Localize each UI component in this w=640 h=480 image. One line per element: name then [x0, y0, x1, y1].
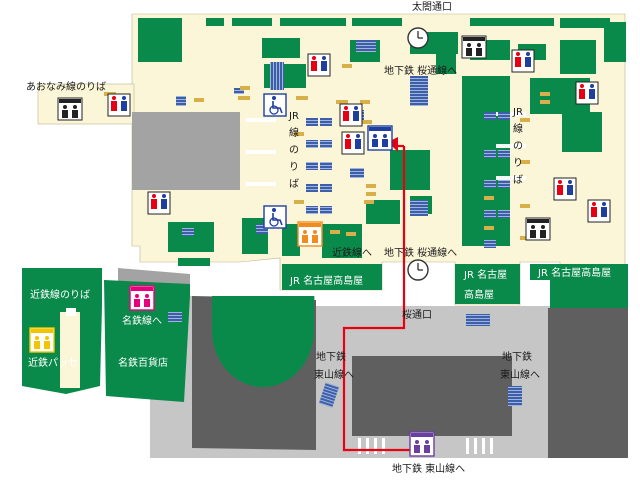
- accessible-restroom-icon: [263, 205, 287, 229]
- label-jr-takashimaya-mid-2: 高島屋: [464, 290, 494, 301]
- platform-gaps: [246, 112, 526, 186]
- label-meitetsu-to: 名鉄線へ: [122, 316, 162, 327]
- restroom-icon: [129, 285, 155, 311]
- right-tower-dark: [548, 308, 628, 458]
- label-subway-sakura-top: 地下鉄 桜通線へ: [384, 66, 458, 77]
- label-subway-higashiyama-left-1: 地下鉄: [316, 352, 346, 363]
- label-subway-higashiyama-bottom: 地下鉄 東山線へ: [392, 464, 466, 475]
- label-taiko-exit: 太閤通口: [412, 2, 452, 13]
- restroom-icon: [409, 431, 435, 457]
- gate-posts: [358, 438, 493, 454]
- restroom-icon: [461, 35, 487, 59]
- route-line: [342, 144, 418, 452]
- clock-icon: [407, 259, 429, 281]
- label-meitetsu-dept: 名鉄百貨店: [118, 358, 168, 369]
- restroom-icon: [367, 125, 393, 151]
- restroom-icon: [341, 131, 365, 155]
- restroom-icon: [339, 103, 363, 127]
- label-jr-takashimaya-mid-1: JR 名古屋: [464, 270, 508, 281]
- label-jr-takashimaya-left: JR 名古屋高島屋: [290, 276, 364, 287]
- meitetsu-dome: [212, 296, 314, 388]
- restroom-icon: [553, 177, 577, 201]
- label-subway-higashiyama-left-2: 東山線へ: [314, 370, 354, 381]
- restroom-icon: [587, 199, 611, 223]
- restroom-icon: [297, 221, 323, 247]
- kintetsu-platform-gaps: [60, 308, 80, 388]
- restroom-icon: [525, 217, 551, 241]
- label-aonami-platform: あおなみ線のりば: [26, 82, 106, 93]
- label-jr-takashimaya-right: JR 名古屋高島屋: [538, 268, 612, 279]
- label-jr-platform-right: JR線のりば: [513, 107, 523, 186]
- label-subway-higashiyama-right-1: 地下鉄: [502, 352, 532, 363]
- restroom-icon: [307, 53, 331, 77]
- label-subway-higashiyama-right-2: 東山線へ: [500, 370, 540, 381]
- restroom-icon: [575, 81, 599, 105]
- platform-gray-left: [132, 112, 240, 190]
- escalators: [104, 64, 550, 240]
- higashiyama-gate-area: [352, 356, 512, 458]
- restroom-icon: [29, 327, 55, 353]
- label-kintetsu-to: 近鉄線へ: [332, 248, 372, 259]
- accessible-restroom-icon: [263, 93, 287, 117]
- restroom-icon: [107, 93, 131, 117]
- restroom-icon: [147, 191, 171, 215]
- clock-icon: [407, 27, 429, 49]
- label-subway-sakura-mid: 地下鉄 桜通線へ: [384, 248, 458, 259]
- stairs: [168, 40, 522, 408]
- restroom-icon: [57, 97, 83, 121]
- label-kintetsu-passe: 近鉄パッセ: [28, 358, 78, 369]
- label-jr-platform-left: JR線のりば: [289, 111, 299, 190]
- restroom-icon: [511, 49, 535, 73]
- label-sakura-exit: 桜通口: [402, 310, 432, 321]
- label-kintetsu-platform: 近鉄線のりば: [30, 290, 90, 301]
